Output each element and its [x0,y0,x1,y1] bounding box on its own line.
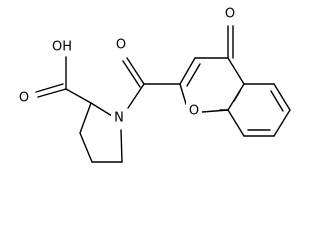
bond-cooh-o-double-1 [37,88,67,98]
carboxylic-o-label: O [19,91,29,106]
label-bg-oh [48,38,74,56]
label-bg-n [111,109,127,127]
bond-carbonyl-o-2 [122,60,141,88]
bond-c4-c4a [227,57,245,85]
bond-carbonyl-o-1 [126,57,145,85]
nitrogen-label: N [114,111,124,126]
bond-c3-c4 [79,132,93,163]
bond-c2-cooh [65,88,92,104]
carboxylic-acid-group [35,56,92,104]
label-bg-ring-o [186,102,202,120]
bond-c2-c3-double-b [186,63,201,87]
label-bg-amide-o [113,36,129,54]
label-bg-cooh-o [16,89,32,107]
chemical-structure-diagram: OH O N O O O [16,5,291,163]
label-bg-ketone-o [222,5,238,23]
atom-labels: OH O N O O O [16,5,238,127]
bond-c8-c8a [227,109,245,137]
bond-o1-c8a-link [201,109,229,113]
pyranone-ring [179,57,245,113]
bond-cooh-o-double-2 [35,83,64,93]
ketone-oxygen-label: O [225,7,235,22]
chromone-ketone [227,25,234,59]
pyrrolidine-ring [79,102,123,163]
bond-c2-c3-double-a [179,57,196,85]
bond-c6-c7 [273,109,291,137]
bond-o1-c2 [179,83,187,105]
bond-c2-c3 [79,102,92,134]
amide-oxygen-label: O [116,38,126,53]
structure-canvas: OH O N O O O [16,5,291,163]
bond-c4a-c8a-inner [233,90,241,102]
benzene-ring [227,83,291,137]
ring-oxygen-label: O [189,104,199,119]
bond-c5-c6 [273,83,291,111]
bond-c5-n [120,129,123,163]
bond-n-c2 [90,102,113,117]
bond-n-carbonyl [127,83,145,109]
amide-carbonyl [122,57,181,109]
bond-c5-c6-inner [270,90,284,112]
carboxylic-oh-label: OH [52,40,72,55]
